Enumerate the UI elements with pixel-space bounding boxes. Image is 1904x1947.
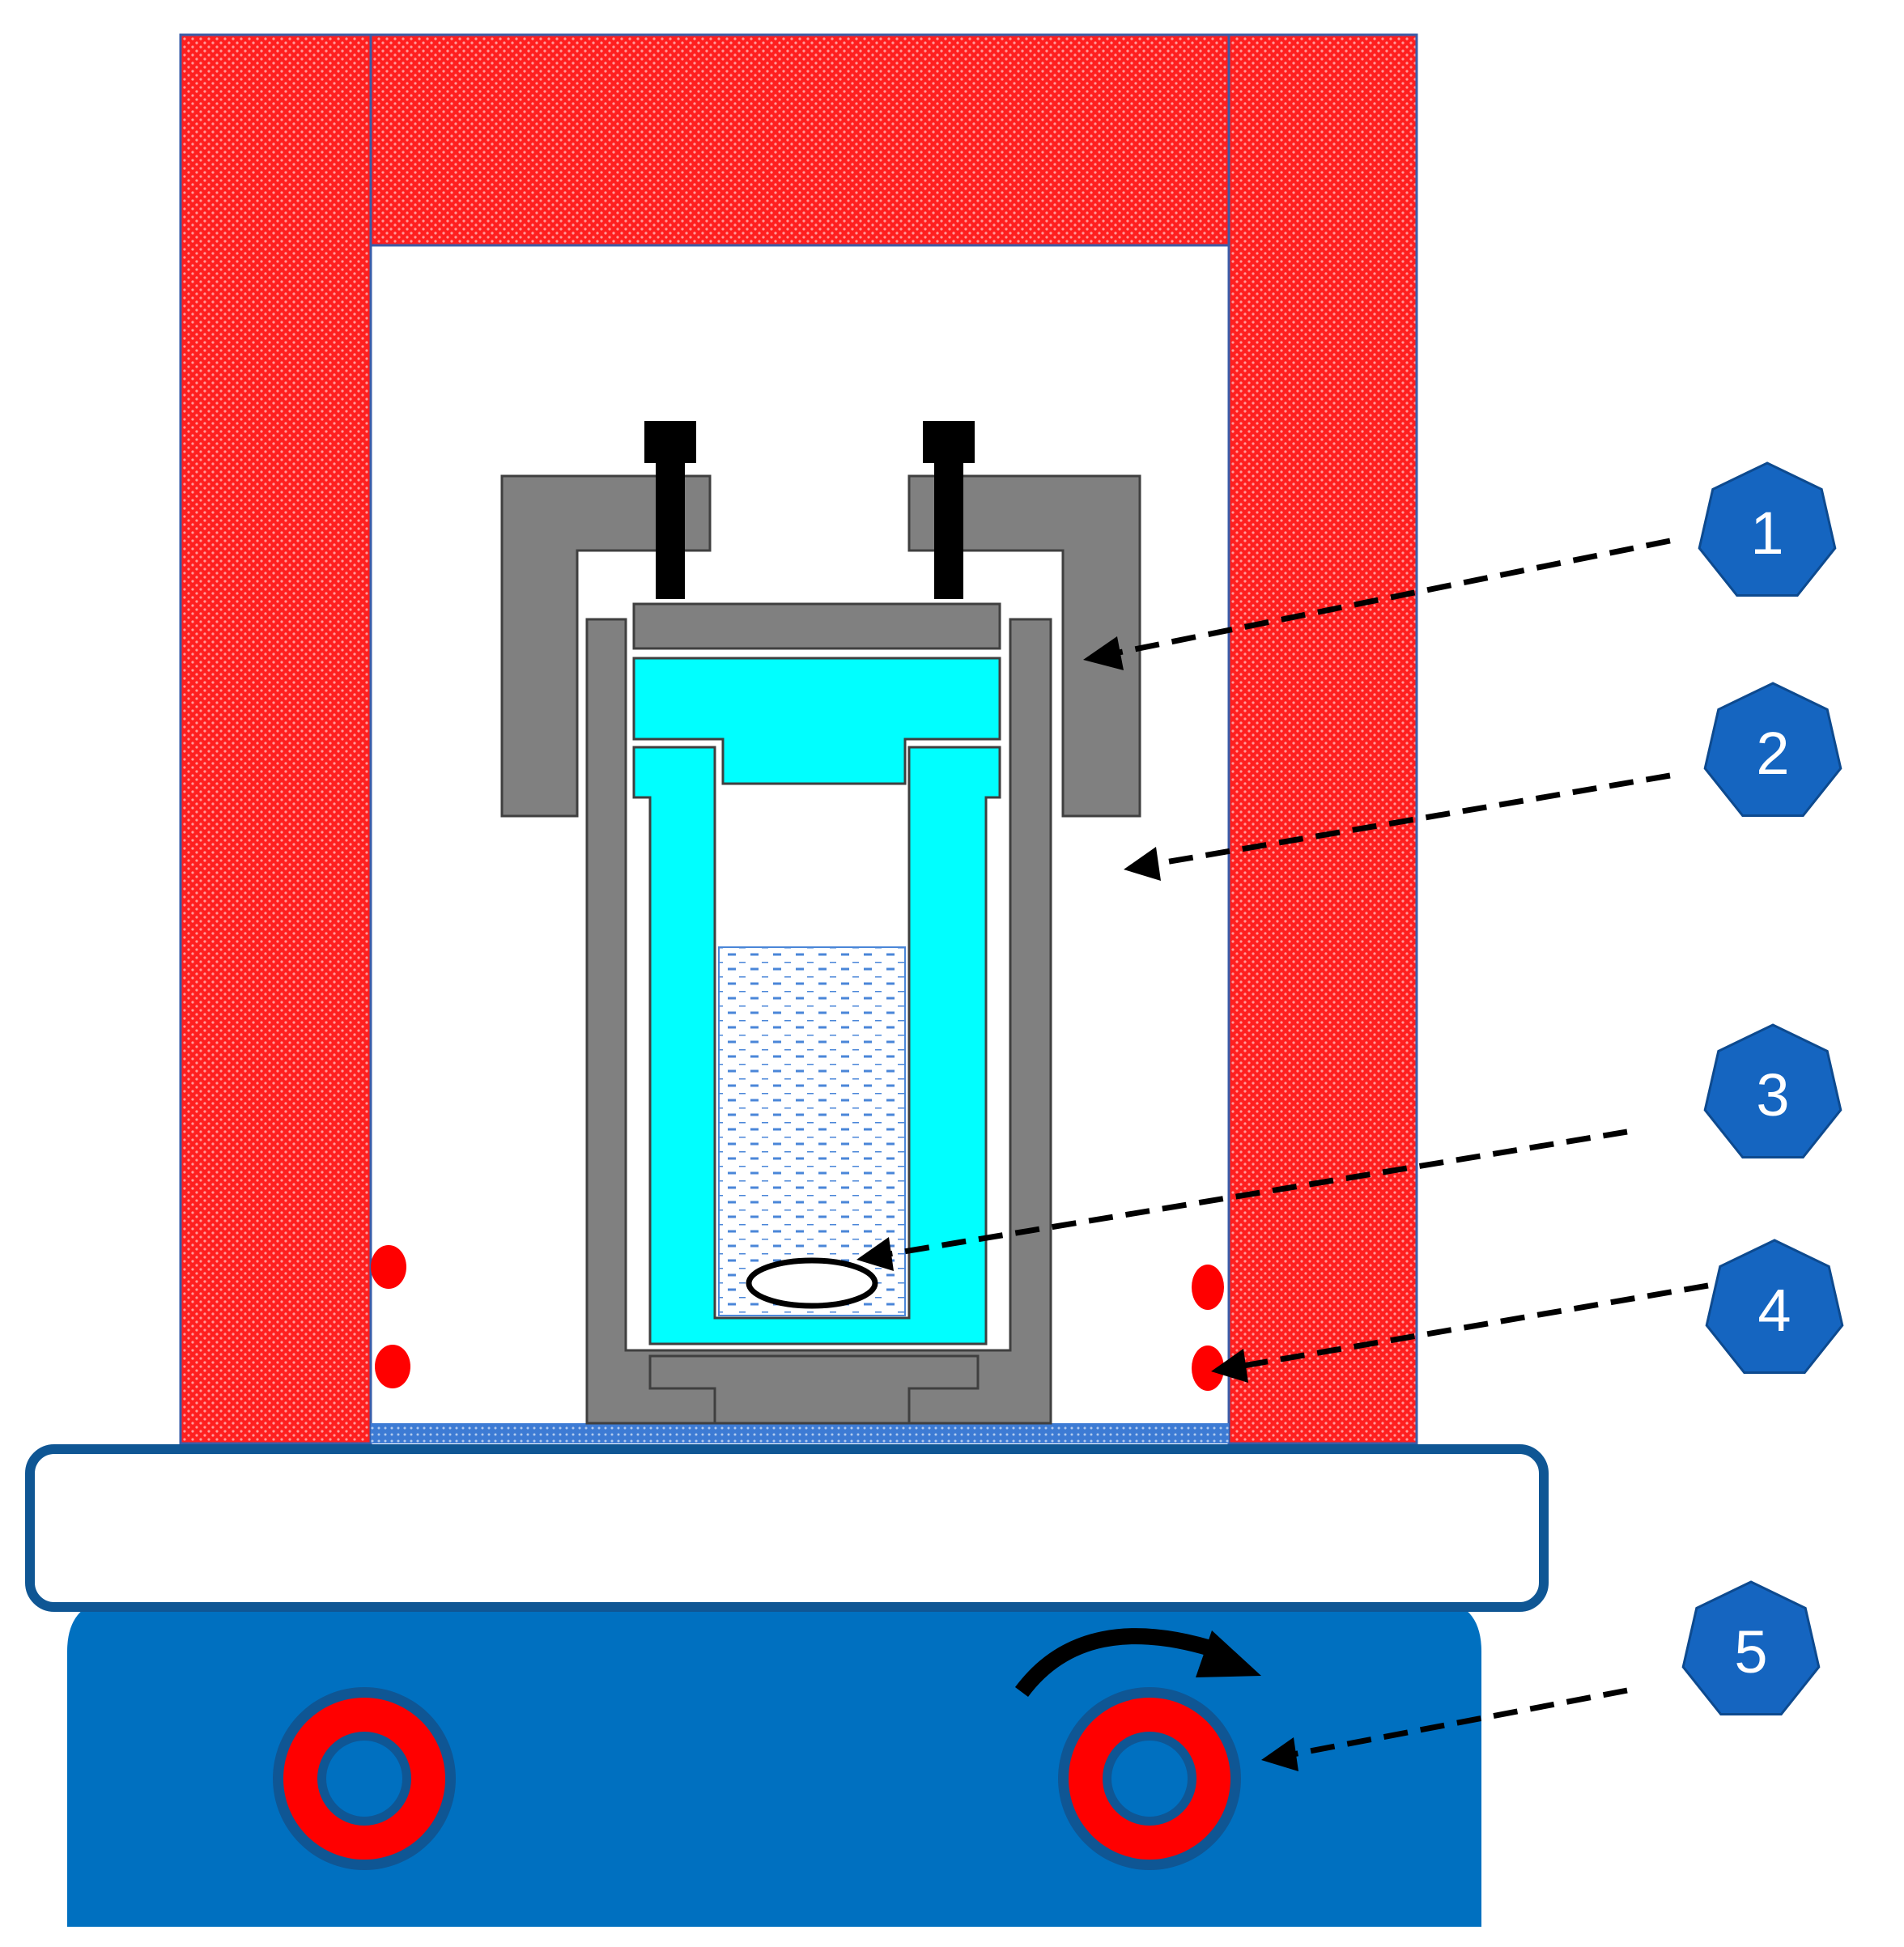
jacket-top [369,33,1230,247]
arrowhead-5 [1261,1737,1298,1771]
vessel-bottom-plug [648,1354,980,1425]
clamp-right [907,474,1141,818]
clamp-left [500,474,712,818]
heater-dots [371,1245,1224,1391]
stir-bar-icon [746,1257,878,1309]
arrowhead-2 [1124,847,1161,881]
callout-arrow-3 [883,1129,1628,1258]
magnetic-stirrer [25,1444,1549,1927]
callout-badge-1: 1 [1698,461,1837,597]
callout-badge-3: 3 [1703,1023,1842,1158]
arrowhead-4 [1211,1349,1248,1383]
heptagon-badge-icon [1705,1239,1844,1374]
callout-arrow-1 [1110,538,1671,657]
knob-right[interactable] [1058,1687,1241,1870]
callout-arrow-4 [1238,1282,1709,1370]
heating-jacket [179,33,1418,1445]
callout-badges: 1 2 3 4 5 [1681,461,1844,1715]
callout-label: 4 [1757,1277,1791,1344]
heater-dot [1192,1265,1224,1310]
callout-arrows [883,538,1709,1758]
knob-left[interactable] [273,1687,456,1870]
liner [632,657,1001,1345]
callout-badge-4: 4 [1705,1239,1844,1374]
arrowhead-1 [1083,636,1124,670]
jacket-right-wall [1227,33,1418,1445]
bolt-right-head [923,421,975,463]
bolt-left-shaft [656,463,685,599]
vessel-holder [500,474,1141,1425]
stirrer-plate [25,1444,1549,1612]
lid-bolts [644,421,975,599]
callout-label: 3 [1756,1061,1789,1129]
heptagon-badge-icon [1698,461,1837,597]
jacket-floor [371,1423,1229,1443]
callout-badge-5: 5 [1681,1580,1821,1715]
callout-badge-2: 2 [1703,682,1842,817]
bolt-right-shaft [934,463,963,599]
vessel-lid [632,602,1001,650]
heptagon-badge-icon [1703,1023,1842,1158]
curved-arrow-icon [1014,1628,1261,1698]
bolt-left-head [644,421,696,463]
heater-dot [375,1345,410,1388]
liner-cup [632,746,1001,1345]
heptagon-badge-icon [1681,1580,1821,1715]
callout-arrow-5 [1288,1687,1628,1758]
heptagon-badge-icon [1703,682,1842,817]
arrowhead-3 [856,1237,894,1271]
callout-arrow-2 [1150,772,1671,868]
callout-label: 5 [1734,1618,1767,1686]
callout-label: 1 [1750,500,1783,567]
callout-arrowheads [856,636,1298,1771]
callout-label: 2 [1756,720,1789,787]
heater-dot [371,1245,406,1289]
heater-dot [1192,1345,1224,1391]
liner-cap [632,657,1001,785]
jacket-left-wall [179,33,372,1445]
